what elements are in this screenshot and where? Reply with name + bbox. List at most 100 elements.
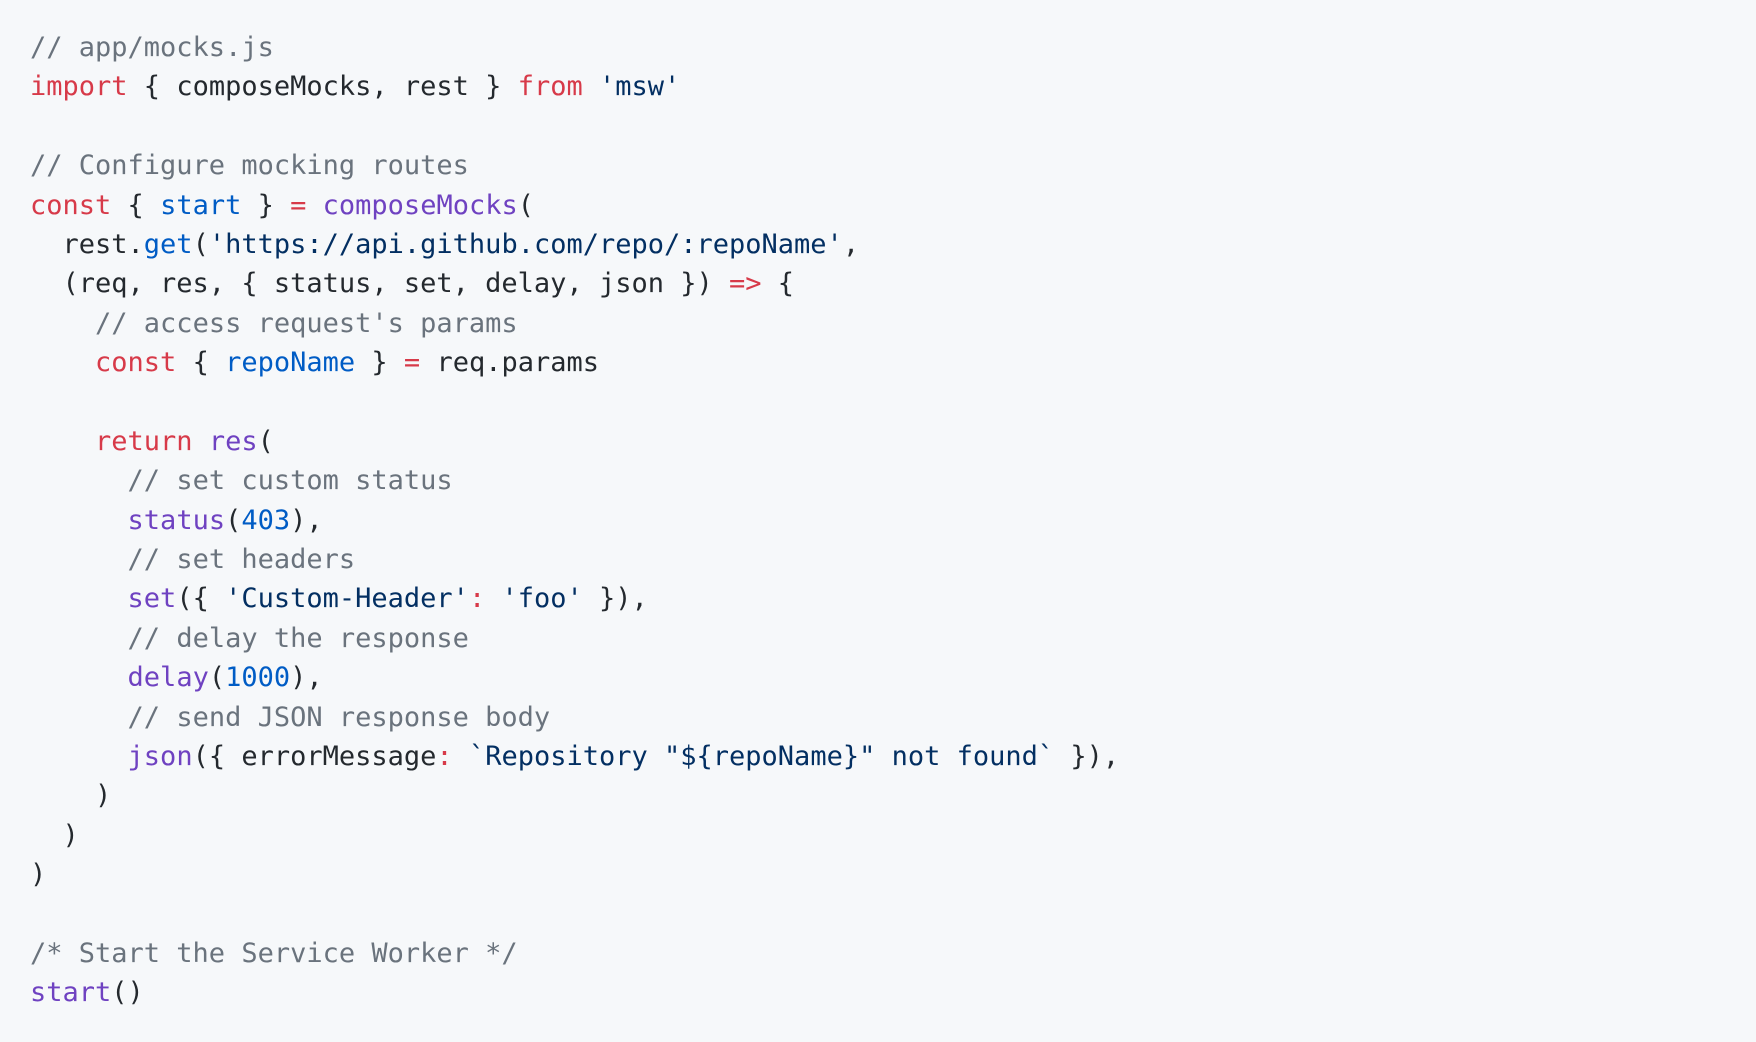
code-token-comment: /* Start the Service Worker */	[30, 937, 518, 969]
code-token-func: set	[127, 583, 177, 615]
code-token-plain: ),	[290, 504, 323, 536]
code-token-plain	[193, 426, 209, 457]
code-token-plain: req.params	[420, 347, 599, 379]
code-token-plain	[30, 465, 128, 496]
code-token-plain: }),	[1054, 741, 1120, 773]
code-token-comment: // set headers	[127, 544, 356, 576]
code-token-plain	[30, 505, 128, 536]
code-token-plain: ()	[111, 977, 144, 1009]
code-token-plain	[30, 662, 128, 693]
code-token-const: repoName	[225, 347, 356, 379]
code-line: set({ 'Custom-Header': 'foo' }),	[30, 579, 1756, 618]
code-line: ​	[30, 107, 1756, 146]
code-token-op: :	[436, 741, 453, 773]
code-token-plain	[583, 71, 599, 102]
code-token-keyword: const	[95, 347, 177, 379]
code-token-plain: )	[30, 780, 112, 812]
code-token-plain: {	[761, 268, 795, 300]
code-token-comment: // app/mocks.js	[30, 32, 274, 63]
code-line: import { composeMocks, rest } from 'msw'	[30, 67, 1756, 106]
code-line: return res(	[30, 422, 1756, 461]
code-token-string: 'foo'	[501, 583, 583, 615]
code-token-plain: )	[30, 819, 79, 851]
code-token-op: =	[290, 189, 307, 221]
code-token-plain	[30, 308, 95, 339]
code-token-number: 1000	[225, 662, 291, 694]
code-token-plain: }	[355, 347, 404, 379]
code-token-comment: // delay the response	[127, 622, 469, 654]
code-line: // Configure mocking routes	[30, 146, 1756, 185]
code-token-comment: // access request's params	[95, 307, 518, 339]
code-token-plain	[30, 741, 128, 772]
code-token-number: 403	[241, 504, 291, 536]
code-token-plain	[30, 702, 128, 733]
code-token-plain: {	[111, 189, 161, 221]
code-token-plain: ),	[290, 662, 323, 694]
code-token-plain: }),	[582, 583, 648, 615]
code-line: // app/mocks.js	[30, 28, 1756, 67]
code-token-keyword: return	[95, 425, 193, 457]
code-token-plain: (req, res, { status, set, delay, json })	[30, 268, 729, 300]
code-line: )	[30, 816, 1756, 855]
code-token-op: =>	[728, 268, 762, 300]
code-token-func: status	[127, 504, 226, 536]
code-token-op: :	[468, 583, 486, 615]
code-token-plain	[30, 544, 128, 575]
code-line: /* Start the Service Worker */	[30, 934, 1756, 973]
code-token-plain: (	[225, 504, 242, 536]
code-token-plain	[30, 623, 128, 654]
code-token-comment: // send JSON response body	[127, 701, 551, 733]
code-token-plain	[306, 190, 322, 221]
code-token-func: json	[127, 741, 193, 773]
code-token-func: composeMocks	[322, 189, 518, 221]
code-token-string: `Repository "${repoName}" not found`	[468, 741, 1055, 773]
code-token-plain: (	[257, 425, 274, 457]
code-token-const: get	[143, 228, 193, 260]
code-token-plain: ({ errorMessage	[192, 741, 437, 773]
code-block[interactable]: // app/mocks.js import { composeMocks, re…	[30, 28, 1756, 1013]
code-token-plain: { composeMocks, rest }	[127, 71, 518, 103]
code-token-string: 'https://api.github.com/repo/:repoName'	[208, 228, 843, 260]
code-line: )	[30, 855, 1756, 894]
code-line: ​	[30, 895, 1756, 934]
code-token-func: delay	[127, 662, 209, 694]
code-line: // send JSON response body	[30, 698, 1756, 737]
code-line: delay(1000),	[30, 658, 1756, 697]
code-line: ​	[30, 383, 1756, 422]
code-token-plain: ,	[842, 228, 860, 260]
code-line: const { repoName } = req.params	[30, 343, 1756, 382]
code-token-const: start	[160, 189, 242, 221]
code-token-comment: // set custom status	[127, 465, 453, 497]
code-token-keyword: import	[30, 71, 128, 103]
code-token-func: start	[30, 977, 112, 1009]
code-token-comment: // Configure mocking routes	[30, 150, 469, 182]
code-token-string: 'msw'	[598, 71, 681, 103]
code-token-plain: (	[517, 189, 534, 221]
code-line: )	[30, 776, 1756, 815]
code-token-plain: }	[241, 189, 291, 221]
code-token-keyword: const	[30, 189, 112, 221]
code-line: start()	[30, 973, 1756, 1012]
code-line: json({ errorMessage: `Repository "${repo…	[30, 737, 1756, 776]
code-token-keyword: from	[517, 71, 583, 103]
code-token-plain: )	[30, 859, 47, 891]
code-line: status(403),	[30, 501, 1756, 540]
code-token-plain: (	[208, 662, 226, 694]
code-line: rest.get('https://api.github.com/repo/:r…	[30, 225, 1756, 264]
code-token-string: 'Custom-Header'	[225, 583, 469, 615]
code-token-func: res	[208, 425, 258, 457]
code-line: // set custom status	[30, 461, 1756, 500]
code-token-plain	[453, 741, 469, 772]
code-line: // set headers	[30, 540, 1756, 579]
code-line: // delay the response	[30, 619, 1756, 658]
code-line: (req, res, { status, set, delay, json })…	[30, 264, 1756, 303]
code-token-plain	[30, 426, 95, 457]
code-token-plain: rest.	[30, 228, 144, 260]
code-token-plain	[30, 347, 95, 378]
code-line: // access request's params	[30, 304, 1756, 343]
code-token-plain: ({	[176, 583, 226, 615]
code-token-plain	[485, 583, 501, 614]
code-token-plain: (	[192, 228, 209, 260]
code-token-plain: {	[176, 347, 226, 379]
